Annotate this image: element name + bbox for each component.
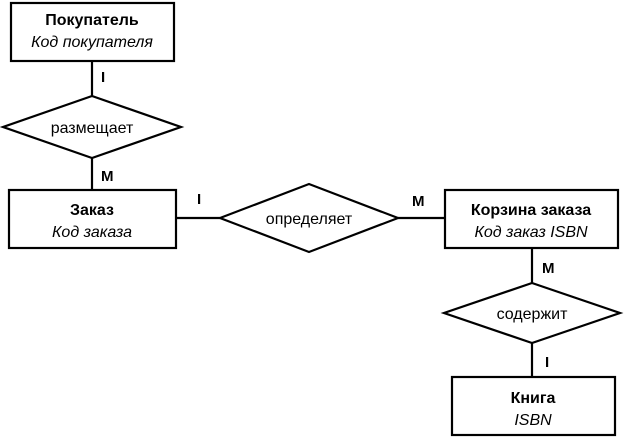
connectors [90, 61, 534, 377]
relationship-contains-label: содержит [497, 306, 569, 323]
entity-book-box [450, 375, 617, 437]
entity-cart-name: Корзина заказа [471, 202, 591, 219]
entity-book-key: ISBN [514, 412, 552, 429]
entity-customer-key: Код покупателя [31, 34, 153, 51]
entity-customer-name: Покупатель [45, 12, 139, 29]
cardinality-order-defines: I [197, 191, 201, 208]
entity-order-key: Код заказа [52, 224, 132, 241]
relationship-contains-diamond [440, 281, 624, 345]
cardinality-contains-book: I [545, 354, 549, 371]
relationship-defines-label: определяет [266, 211, 353, 228]
entity-cart: Корзина заказа Код заказ ISBN [443, 188, 620, 250]
relationship-places: размещает [0, 94, 185, 160]
entity-order-box [7, 188, 178, 250]
entity-cart-key: Код заказ ISBN [474, 224, 588, 241]
relationship-places-diamond [0, 94, 185, 160]
entity-cart-box [443, 188, 620, 250]
relationship-contains: содержит [440, 281, 624, 345]
entity-customer: Покупатель Код покупателя [9, 1, 176, 63]
cardinality-defines-cart: M [412, 193, 425, 210]
entity-order: Заказ Код заказа [7, 188, 178, 250]
entity-order-name: Заказ [70, 202, 114, 219]
cardinality-places-order: M [101, 168, 114, 185]
relationship-defines: определяет [216, 182, 402, 254]
relationship-defines-diamond [216, 182, 402, 254]
cardinality-cart-contains: M [542, 260, 555, 277]
cardinality-labels: I M I M M I [101, 69, 555, 371]
entity-book: Книга ISBN [450, 375, 617, 437]
relationship-places-label: размещает [51, 120, 134, 137]
entity-book-name: Книга [511, 390, 556, 407]
entity-customer-box [9, 1, 176, 63]
cardinality-customer-places: I [101, 69, 105, 86]
